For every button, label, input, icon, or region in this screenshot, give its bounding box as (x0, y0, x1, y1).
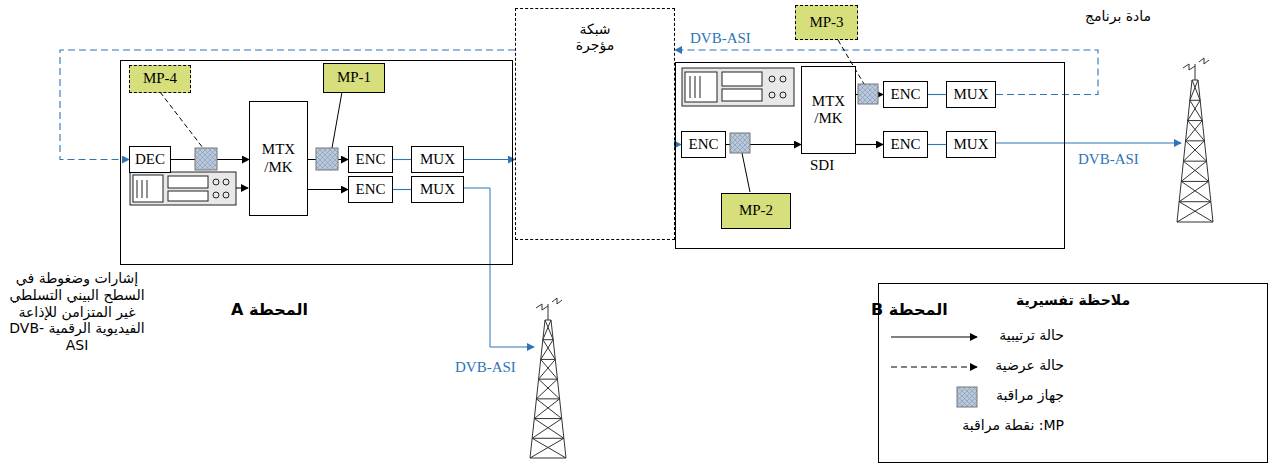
mux-box: MUX (946, 81, 996, 108)
box-label: MUX (953, 86, 988, 103)
mux-box: MUX (946, 131, 996, 158)
signal-name: DVB-ASI (690, 29, 751, 47)
monitor-device (195, 148, 217, 170)
legend-entry: جهاز مراقبة (887, 386, 1064, 408)
legend-title: ملاحظة تفسيرية (879, 292, 1267, 308)
monitor-point: MP-2 (721, 193, 791, 229)
legend-text: حالة ترتيبية (999, 327, 1064, 343)
equipment-rack (682, 68, 794, 106)
matrix-box: MTX /MK (249, 101, 308, 216)
box-label: ENC (356, 181, 386, 198)
decoder-box: DEC (129, 146, 171, 173)
signal-connector (308, 189, 348, 190)
station-box: المحطة ADECMTX /MKENCMUXENCMUXMP-4MP-1 (120, 60, 513, 265)
network-box: شبكة مؤجرة (515, 8, 675, 240)
station-title: المحطة B (871, 301, 948, 319)
signal-connector (393, 159, 411, 160)
signal-connector (928, 144, 946, 145)
legend-entry: حالة ترتيبية (887, 326, 1064, 348)
leader-line (742, 153, 750, 192)
legend-text: MP: نقطة مراقبة (962, 417, 1064, 433)
box-label: MTX /MK (262, 141, 295, 176)
station-box: المحطة BENCMTX /MKENCMUXENCMUXMP-2 (675, 62, 1065, 249)
box-label: ENC (356, 151, 386, 168)
signal-name: DVB-ASI (455, 358, 516, 376)
signal-connector (856, 144, 883, 145)
mux-box: MUX (411, 146, 464, 173)
transmit-line (463, 188, 534, 347)
legend-entry: حالة عرضية (887, 356, 1064, 378)
feed-arrow (236, 188, 248, 189)
signal-name: SDI (810, 156, 834, 174)
encoder-box: ENC (883, 81, 928, 108)
transmitter-tower (530, 298, 566, 458)
box-label: MUX (953, 136, 988, 153)
box-label: MP-1 (337, 69, 371, 86)
leader-line (160, 92, 203, 148)
box-label: MUX (420, 181, 455, 198)
monitor-point: MP-4 (129, 65, 191, 93)
signal-name: DVB-ASI (1078, 150, 1139, 168)
box-label: MP-3 (809, 14, 843, 31)
monitor-device (730, 133, 750, 153)
legend-text: حالة عرضية (995, 357, 1064, 373)
monitor-device (858, 84, 878, 104)
legend-entry: MP: نقطة مراقبة (887, 416, 1064, 438)
encoder-box: ENC (681, 131, 726, 158)
monitor-point: MP-3 (795, 5, 858, 40)
signal-connector (928, 94, 946, 95)
box-label: MTX /MK (812, 93, 845, 128)
signal-connector (393, 189, 411, 190)
signal-connector (464, 159, 515, 160)
encoder-box: ENC (348, 176, 393, 203)
transmitter-tower (1177, 58, 1213, 222)
mux-box: MUX (411, 176, 464, 203)
equipment-rack (130, 172, 236, 205)
matrix-box: MTX /MK (801, 66, 856, 154)
monitor-device (316, 148, 338, 170)
box-label: MUX (420, 151, 455, 168)
encoder-box: ENC (883, 131, 928, 158)
box-label: DEC (135, 151, 165, 168)
box-label: شبكة مؤجرة (576, 21, 614, 53)
box-label: ENC (891, 86, 921, 103)
source-label: مادة برنامج (1085, 8, 1151, 25)
legend-sample (887, 386, 983, 408)
monitor-point: MP-1 (323, 63, 385, 93)
box-label: MP-4 (143, 70, 177, 87)
transmit-line (995, 143, 1181, 144)
box-label: ENC (689, 136, 719, 153)
station-title: المحطة A (231, 301, 308, 319)
box-label: MP-2 (739, 202, 773, 219)
legend-sample (887, 356, 983, 378)
encoder-box: ENC (348, 146, 393, 173)
leader-line (332, 92, 342, 148)
legend-text: جهاز مراقبة (996, 387, 1064, 403)
box-label: ENC (891, 136, 921, 153)
note-text: إشارات وضغوطة في السطح البيني التسلطي غي… (2, 270, 152, 354)
legend-sample (887, 326, 983, 348)
